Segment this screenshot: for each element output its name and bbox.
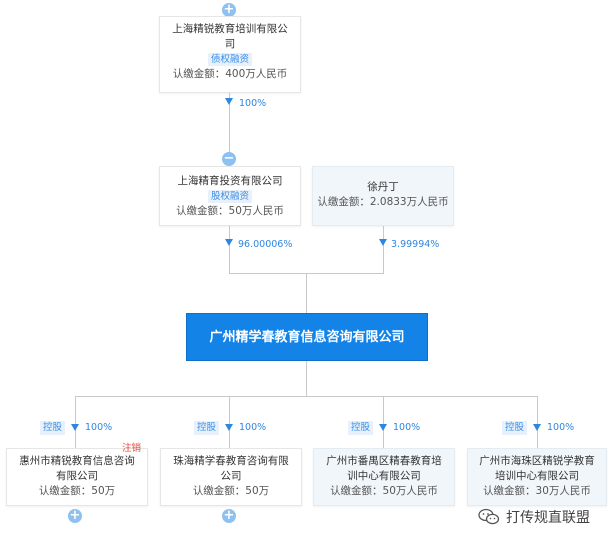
connector-line (383, 396, 384, 448)
company-name[interactable]: 珠海精学春教育咨询有限公司 (173, 455, 289, 482)
company-name[interactable]: 上海精锐教育培训有限公司 (172, 23, 288, 50)
subscribed-amount: 认缴金额：2.0833万人民币 (317, 196, 449, 208)
ownership-percent: 100% (239, 422, 267, 433)
subscribed-amount: 认缴金额：30万人民币 (483, 485, 591, 497)
company-name[interactable]: 广州市海珠区精锐学教育培训中心有限公司 (479, 455, 595, 482)
expand-toggle-top[interactable]: + (222, 2, 236, 17)
subsidiary-card[interactable]: 广州市番禺区精春教育培训中心有限公司 认缴金额：50万人民币 (313, 448, 455, 506)
subsidiary-card[interactable]: 广州市海珠区精锐学教育培训中心有限公司 认缴金额：30万人民币 (467, 448, 607, 506)
expand-toggle-subsidiary[interactable]: + (68, 508, 82, 523)
ownership-percent: 100% (547, 422, 575, 433)
ownership-percent: 3.99994% (391, 239, 440, 250)
ownership-arrow (71, 424, 79, 431)
connector-line (229, 226, 230, 274)
connector-line (306, 273, 307, 313)
company-name[interactable]: 广州市番禺区精春教育培训中心有限公司 (326, 455, 442, 482)
ownership-arrow (533, 424, 541, 431)
connector-line (306, 361, 307, 397)
subscribed-amount: 认缴金额：50万 (38, 485, 116, 497)
shareholder-card-person[interactable]: 徐丹丁 认缴金额：2.0833万人民币 (312, 166, 454, 226)
shareholder-card-top[interactable]: 上海精锐教育培训有限公司 债权融资 认缴金额：400万人民币 (159, 16, 301, 93)
deregistered-status: 注销 (122, 443, 142, 454)
ownership-arrow (379, 424, 387, 431)
subscribed-amount: 认缴金额：400万人民币 (172, 68, 288, 80)
subsidiary-card[interactable]: 惠州市精锐教育信息咨询有限公司 认缴金额：50万 (6, 448, 148, 506)
connector-line (75, 396, 76, 448)
holding-badge: 控股 (40, 421, 66, 435)
collapse-toggle[interactable]: − (222, 151, 236, 166)
ownership-arrow (379, 239, 387, 246)
ownership-arrow (225, 239, 233, 246)
holding-badge: 控股 (194, 421, 220, 435)
financing-tag: 债权融资 (207, 53, 252, 66)
connector-line (229, 93, 230, 161)
ownership-percent: 100% (239, 98, 267, 109)
subscribed-amount: 认缴金额：50万人民币 (176, 205, 284, 217)
holding-badge: 控股 (348, 421, 374, 435)
connector-line (75, 396, 537, 397)
subscribed-amount: 认缴金额：50万 (192, 485, 270, 497)
center-company-card[interactable]: 广州精学春教育信息咨询有限公司 (186, 313, 428, 361)
company-name[interactable]: 上海精育投资有限公司 (177, 175, 283, 187)
financing-tag: 股权融资 (207, 190, 252, 203)
watermark-text: 打传规直联盟 (506, 510, 590, 526)
connector-line (383, 226, 384, 274)
person-name[interactable]: 徐丹丁 (367, 181, 399, 193)
company-name[interactable]: 惠州市精锐教育信息咨询有限公司 (19, 455, 135, 482)
ownership-arrow (225, 98, 233, 105)
ownership-percent: 100% (393, 422, 421, 433)
holding-badge: 控股 (502, 421, 528, 435)
connector-line (537, 396, 538, 448)
connector-line (229, 396, 230, 448)
shareholder-card-investment[interactable]: 上海精育投资有限公司 股权融资 认缴金额：50万人民币 (159, 166, 301, 226)
ownership-percent: 100% (85, 422, 113, 433)
expand-toggle-subsidiary[interactable]: + (222, 508, 236, 523)
ownership-arrow (225, 424, 233, 431)
ownership-percent: 96.00006% (238, 239, 293, 250)
watermark: 打传规直联盟 (478, 503, 590, 531)
subsidiary-card[interactable]: 珠海精学春教育咨询有限公司 认缴金额：50万 (160, 448, 302, 506)
subscribed-amount: 认缴金额：50万人民币 (330, 485, 438, 497)
wechat-icon (478, 508, 500, 526)
